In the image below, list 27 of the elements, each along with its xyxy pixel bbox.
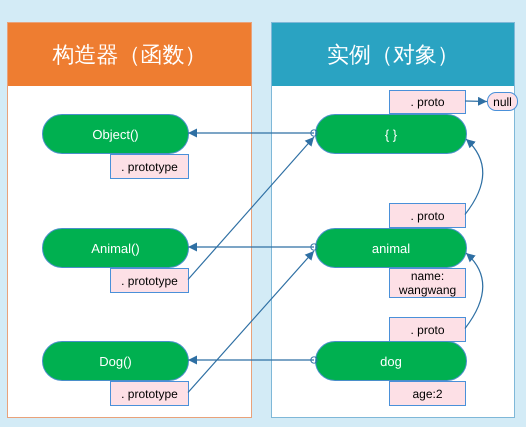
rounded-box: null [487,92,518,111]
rounded-box: Object() [42,114,189,154]
panel [271,22,515,418]
arrow [464,138,484,215]
panel [7,22,252,418]
property-box: . proto [389,317,466,342]
property-box: name: wangwang [389,268,466,298]
rounded-box: { } [315,114,467,154]
rounded-box: Dog() [42,341,189,381]
property-box: . prototype [110,268,189,293]
arrow [188,356,318,364]
arrow [188,128,318,138]
arrow [464,96,488,106]
property-box: age:2 [389,381,466,406]
arrow [464,252,484,329]
arrow [188,250,314,393]
arrow [188,136,314,280]
rounded-box: Animal() [42,228,189,268]
property-box: . prototype [110,154,189,179]
arrow [188,242,318,252]
property-box: . proto [389,90,466,114]
panel-heading: 构造器（函数） [8,23,251,86]
rounded-box: animal [315,228,467,268]
panel-heading: 实例（对象） [272,23,514,86]
property-box: . proto [389,203,466,228]
rounded-box: dog [315,341,467,381]
property-box: . prototype [110,381,189,406]
